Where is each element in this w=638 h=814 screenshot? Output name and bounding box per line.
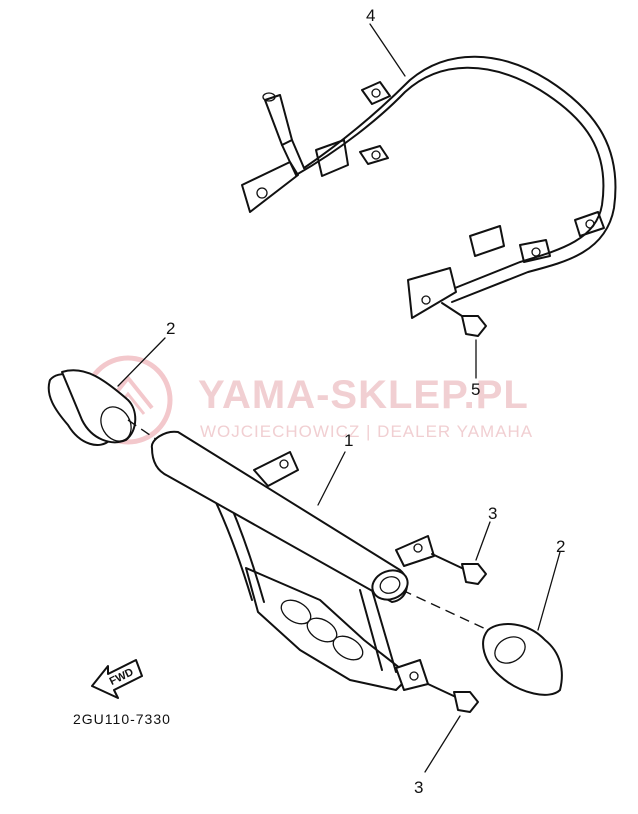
- leader-part-4: [369, 23, 406, 77]
- callout-part-3-lower: 3: [414, 778, 423, 797]
- leader-part-2-left: [117, 337, 166, 387]
- callout-part-2-right: 2: [556, 537, 565, 556]
- leader-part-3-lower: [424, 715, 461, 773]
- assembly-line-right: [401, 589, 506, 639]
- part-1-front-guard: [150, 430, 435, 691]
- fwd-arrow: FWD: [91, 659, 143, 699]
- callout-part-1: 1: [344, 431, 353, 450]
- part-3-lower-bolt: [427, 683, 479, 713]
- assembly-line-left: [127, 419, 161, 443]
- callout-part-2-left: 2: [166, 319, 175, 338]
- leader-part-2-right: [537, 551, 561, 631]
- watermark-subtitle: WOJCIECHOWICZ | DEALER YAMAHA: [200, 422, 533, 441]
- part-4-grab-bar: [241, 55, 617, 319]
- part-3-upper-bolt: [431, 553, 487, 585]
- callout-part-4: 4: [366, 6, 375, 25]
- part-2-right-end-cap: [482, 623, 563, 696]
- leader-part-3-upper: [475, 521, 491, 561]
- part-2-left-end-cap: [47, 369, 137, 446]
- watermark-title: YAMA-SKLEP.PL: [198, 373, 529, 417]
- watermark: YAMA-SKLEP.PL WOJCIECHOWICZ | DEALER YAM…: [83, 355, 533, 445]
- diagram-code: 2GU110-7330: [73, 711, 171, 727]
- callout-part-3-upper: 3: [488, 504, 497, 523]
- callout-part-5: 5: [471, 380, 480, 399]
- part-5-bolt: [441, 302, 487, 337]
- leader-part-1: [317, 451, 346, 506]
